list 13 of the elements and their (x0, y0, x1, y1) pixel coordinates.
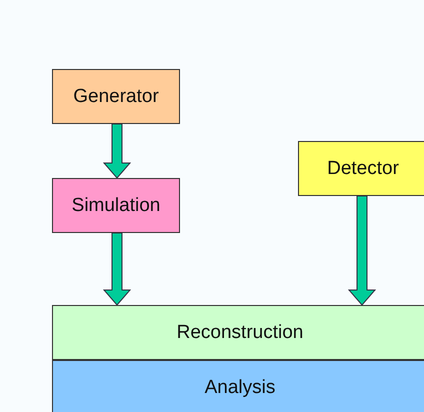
arrow (102, 232, 132, 306)
node-label: Reconstruction (176, 322, 304, 344)
process-box (52, 69, 180, 124)
node-label: Detector (327, 158, 399, 180)
process-band (52, 305, 424, 360)
process-box (298, 141, 424, 196)
arrow (348, 196, 376, 306)
node-label: Simulation (72, 194, 160, 216)
node-label: Generator (73, 86, 159, 108)
arrow (102, 124, 132, 179)
process-band (52, 360, 424, 412)
process-box (52, 178, 180, 233)
node-label: Analysis (204, 377, 276, 399)
